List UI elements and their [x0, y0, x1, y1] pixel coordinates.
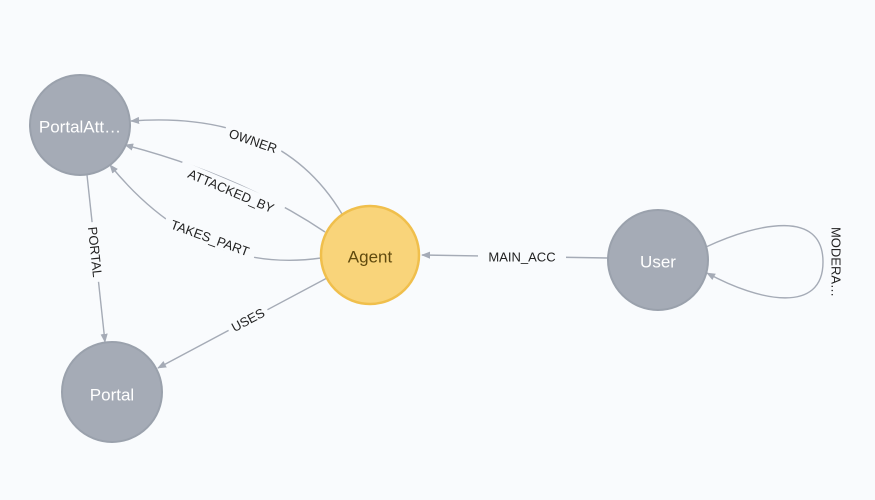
relationship-moderates[interactable]: MODERA… [705, 220, 845, 304]
node-agent-border [319, 204, 421, 306]
node-portal-attack-circle [30, 75, 130, 175]
relationship-label-owner: OWNER [227, 126, 279, 156]
node-label-portal-attack: PortalAtt… [39, 118, 121, 137]
node-portal-border [61, 341, 163, 443]
node-user-border [607, 209, 709, 311]
relationship-main-acc[interactable]: MAIN_ACC [421, 248, 609, 265]
node-agent-circle [321, 206, 419, 304]
relationship-label-portal: PORTAL [85, 226, 105, 278]
node-portal-attack-border [29, 74, 131, 176]
node-user[interactable]: User [607, 209, 709, 311]
relationship-label-attacked-by: ATTACKED_BY [186, 166, 277, 216]
node-label-agent: Agent [348, 248, 393, 267]
node-agent[interactable]: Agent [319, 204, 421, 306]
relationship-uses[interactable]: USES [157, 277, 328, 369]
relationship-label-takes-part: TAKES_PART [169, 217, 252, 259]
node-label-user: User [640, 253, 676, 272]
node-portal-attack[interactable]: PortalAtt… [29, 74, 131, 176]
relationship-label-main-acc: MAIN_ACC [488, 250, 555, 265]
relationship-attacked-by[interactable]: ATTACKED_BY [124, 143, 326, 233]
relationship-portal[interactable]: PORTAL [84, 174, 108, 343]
node-portal[interactable]: Portal [61, 341, 163, 443]
node-label-portal: Portal [90, 386, 134, 405]
node-portal-circle [62, 342, 162, 442]
relationship-label-moderates: MODERA… [829, 227, 844, 297]
node-user-circle [608, 210, 708, 310]
relationship-label-uses: USES [229, 305, 268, 335]
